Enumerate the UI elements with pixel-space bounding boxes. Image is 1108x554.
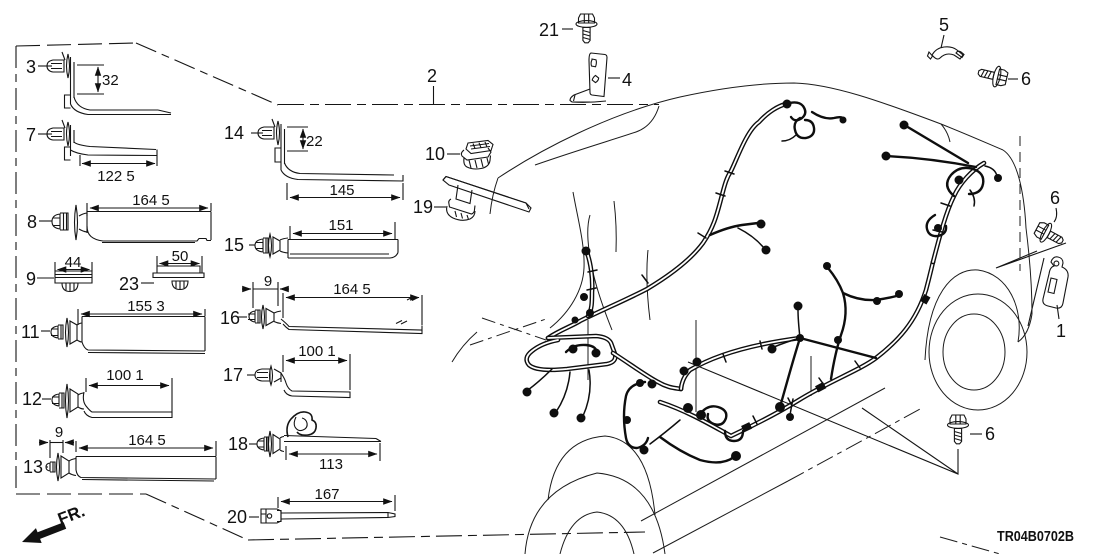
svg-text:11: 11 [21,322,40,342]
svg-text:18: 18 [228,434,248,454]
svg-text:6: 6 [1021,69,1031,89]
svg-text:1: 1 [1056,321,1066,341]
svg-text:7: 7 [26,125,36,145]
svg-text:10: 10 [425,144,445,164]
svg-text:21: 21 [539,20,559,40]
svg-text:2: 2 [427,66,437,86]
svg-text:151: 151 [328,217,353,234]
svg-text:FR.: FR. [55,501,87,529]
svg-text:32: 32 [102,72,119,89]
svg-text:15: 15 [224,235,244,255]
svg-text:4: 4 [622,70,632,90]
svg-text:TR04B0702B: TR04B0702B [997,528,1074,545]
svg-text:9: 9 [26,269,36,289]
svg-text:23: 23 [119,274,139,294]
svg-text:164 5: 164 5 [333,281,371,298]
svg-text:167: 167 [314,486,339,503]
svg-text:17: 17 [223,365,243,385]
svg-text:6: 6 [1050,188,1060,208]
svg-text:164 5: 164 5 [128,432,166,449]
svg-text:20: 20 [227,507,247,527]
svg-text:100 1: 100 1 [298,343,336,360]
svg-text:13: 13 [23,457,43,477]
svg-text:5: 5 [939,15,949,35]
svg-text:155 3: 155 3 [127,298,165,315]
svg-text:9: 9 [55,424,63,441]
svg-text:44: 44 [65,254,82,271]
svg-text:3: 3 [26,57,36,77]
svg-text:16: 16 [220,308,240,328]
svg-text:22: 22 [306,133,323,150]
svg-text:122 5: 122 5 [97,168,135,185]
svg-text:50: 50 [172,248,189,265]
svg-text:145: 145 [329,182,354,199]
svg-text:14: 14 [224,123,244,143]
svg-text:12: 12 [22,389,42,409]
svg-text:100 1: 100 1 [106,367,144,384]
svg-text:19: 19 [413,197,433,217]
svg-text:8: 8 [27,212,37,232]
svg-text:6: 6 [985,424,995,444]
svg-text:9: 9 [264,273,272,290]
svg-text:164 5: 164 5 [132,192,170,209]
svg-text:113: 113 [319,456,343,473]
